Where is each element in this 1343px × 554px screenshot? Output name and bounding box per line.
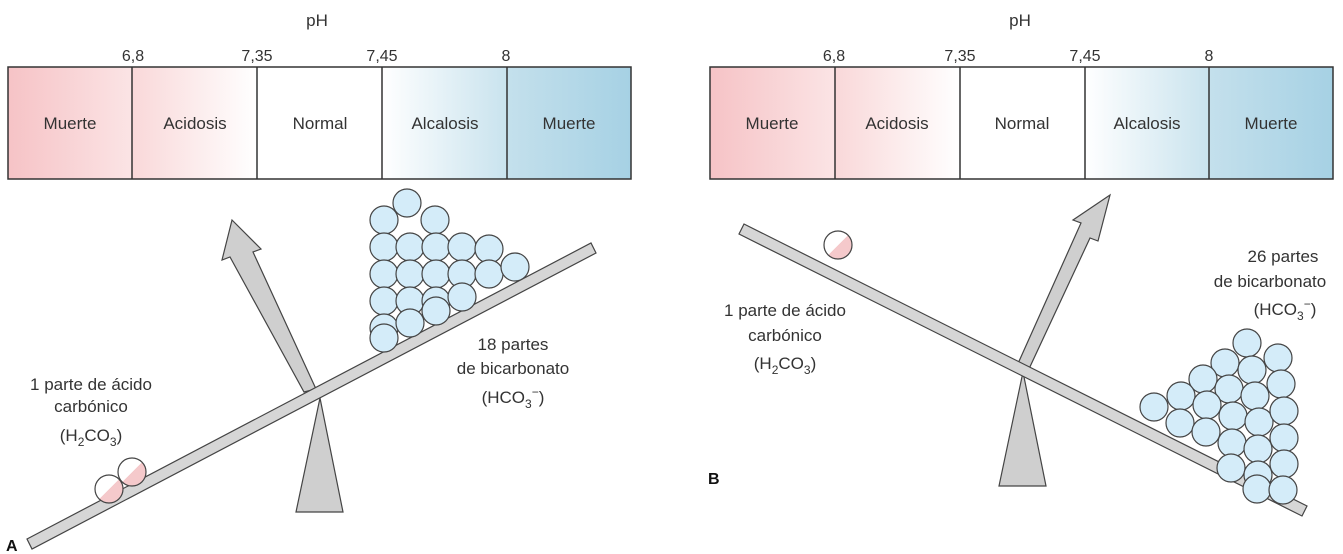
segment-label: Alcalosis [411,114,478,133]
segment-death-acid [8,67,132,179]
segment-label: Acidosis [865,114,928,133]
segment-acidosis [835,67,960,179]
ph-tick: 8 [502,48,511,65]
segment-alkalosis [1085,67,1209,179]
base-formula: (HCO3−) [1254,297,1317,323]
balance-beam [738,223,1308,517]
ph-tick: 6,8 [823,48,845,65]
ph-axis-label: pH [1009,11,1031,30]
fulcrum-icon [295,397,344,513]
base-label-line1: 18 partes [478,335,549,354]
ph-axis-label: pH [306,11,328,30]
acid-label-line1: 1 parte de ácido [30,375,152,394]
segment-label: Muerte [1245,114,1298,133]
segment-label: Muerte [44,114,97,133]
ph-tick: 7,35 [944,48,975,65]
balance-beam [26,242,597,550]
panel-a: pH 6,8 7,35 7,45 8 Muerte Acidosis Norma… [6,11,632,554]
acid-label-line2: carbónico [748,326,822,345]
segment-death-alkaline [1209,67,1333,179]
segment-death-alkaline [507,67,631,179]
base-formula: (HCO3−) [482,385,545,411]
segment-label: Acidosis [163,114,226,133]
base-label-line1: 26 partes [1248,247,1319,266]
segment-acidosis [132,67,257,179]
panel-b: pH 6,8 7,35 7,45 8 Muerte Acidosis Norma… [708,11,1334,517]
segment-normal [257,67,382,179]
acid-molecules [823,230,853,260]
segment-label: Alcalosis [1113,114,1180,133]
ph-tick: 7,45 [1069,48,1100,65]
ph-tick: 6,8 [122,48,144,65]
fulcrum-icon [998,371,1047,487]
segment-label: Normal [995,114,1050,133]
base-label-line2: de bicarbonato [1214,272,1326,291]
panel-letter: A [6,538,18,554]
acid-label-line2: carbónico [54,397,128,416]
segment-alkalosis [382,67,507,179]
acid-label-line1: 1 parte de ácido [724,301,846,320]
arrow-icon [1015,193,1111,372]
bicarbonate-molecules [369,188,530,353]
ph-scale-bar [7,66,632,180]
ph-scale-bar [709,66,1334,180]
bicarbonate-molecules [1139,328,1299,505]
acid-molecules [94,457,147,504]
segment-normal [960,67,1085,179]
ph-tick: 8 [1205,48,1214,65]
ph-tick: 7,35 [241,48,272,65]
base-label-line2: de bicarbonato [457,359,569,378]
segment-label: Muerte [746,114,799,133]
segment-death-acid [710,67,835,179]
acid-formula: (H2CO3) [60,426,123,449]
acid-formula: (H2CO3) [754,354,817,377]
arrow-icon [221,218,317,393]
panel-letter: B [708,471,720,488]
segment-label: Normal [293,114,348,133]
ph-tick: 7,45 [366,48,397,65]
segment-label: Muerte [543,114,596,133]
